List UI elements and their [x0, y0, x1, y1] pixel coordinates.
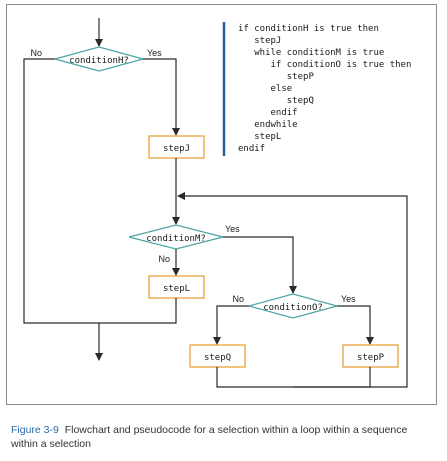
- pseudocode-line: while conditionM is true: [238, 48, 384, 58]
- stepQ-to-merge: [216, 367, 371, 388]
- step-stepP-label: stepP: [357, 353, 385, 363]
- branch-label-m-no: No: [158, 254, 170, 264]
- decision-conditionO-label: conditionO?: [263, 303, 323, 313]
- stepL-to-join: [99, 298, 177, 324]
- m-yes-path: [223, 236, 297, 294]
- figure-number: Figure 3-9: [11, 424, 59, 436]
- h-no-path: [23, 58, 99, 324]
- pseudocode-line: stepL: [238, 132, 281, 142]
- figure-caption: Figure 3-9 Flowchart and pseudocode for …: [11, 423, 431, 451]
- branch-label-m-yes: Yes: [225, 224, 240, 234]
- step-stepL-label: stepL: [163, 284, 190, 294]
- pseudocode-block: if conditionH is true then stepJ while c…: [238, 24, 411, 154]
- decision-conditionH-label: conditionH?: [69, 56, 129, 66]
- h-yes-path: [143, 58, 180, 136]
- pseudocode-line: endif: [238, 108, 298, 118]
- o-no-path: [213, 305, 249, 345]
- pseudocode-line: stepP: [238, 72, 314, 82]
- o-yes-path: [337, 305, 374, 345]
- pseudocode-line: stepJ: [238, 36, 281, 46]
- branch-label-h-yes: Yes: [147, 48, 162, 58]
- branch-label-h-no: No: [30, 48, 42, 58]
- pseudocode-line: stepQ: [238, 96, 314, 106]
- pseudocode-line: else: [238, 84, 292, 94]
- step-stepJ-label: stepJ: [163, 144, 190, 154]
- pseudocode-line: endif: [238, 144, 265, 154]
- flowchart-diagram: conditionH? No Yes stepJ conditionM? Yes…: [23, 18, 411, 388]
- step-stepQ-label: stepQ: [204, 353, 231, 363]
- branch-label-o-no: No: [232, 294, 244, 304]
- figure-caption-text: Flowchart and pseudocode for a selection…: [11, 424, 408, 450]
- pseudocode-line: if conditionH is true then: [238, 24, 379, 34]
- figure-frame: [6, 4, 437, 405]
- decision-conditionM-label: conditionM?: [146, 234, 206, 244]
- branch-label-o-yes: Yes: [341, 294, 356, 304]
- pseudocode-line: endwhile: [238, 120, 298, 130]
- pseudocode-line: if conditionO is true then: [238, 60, 411, 70]
